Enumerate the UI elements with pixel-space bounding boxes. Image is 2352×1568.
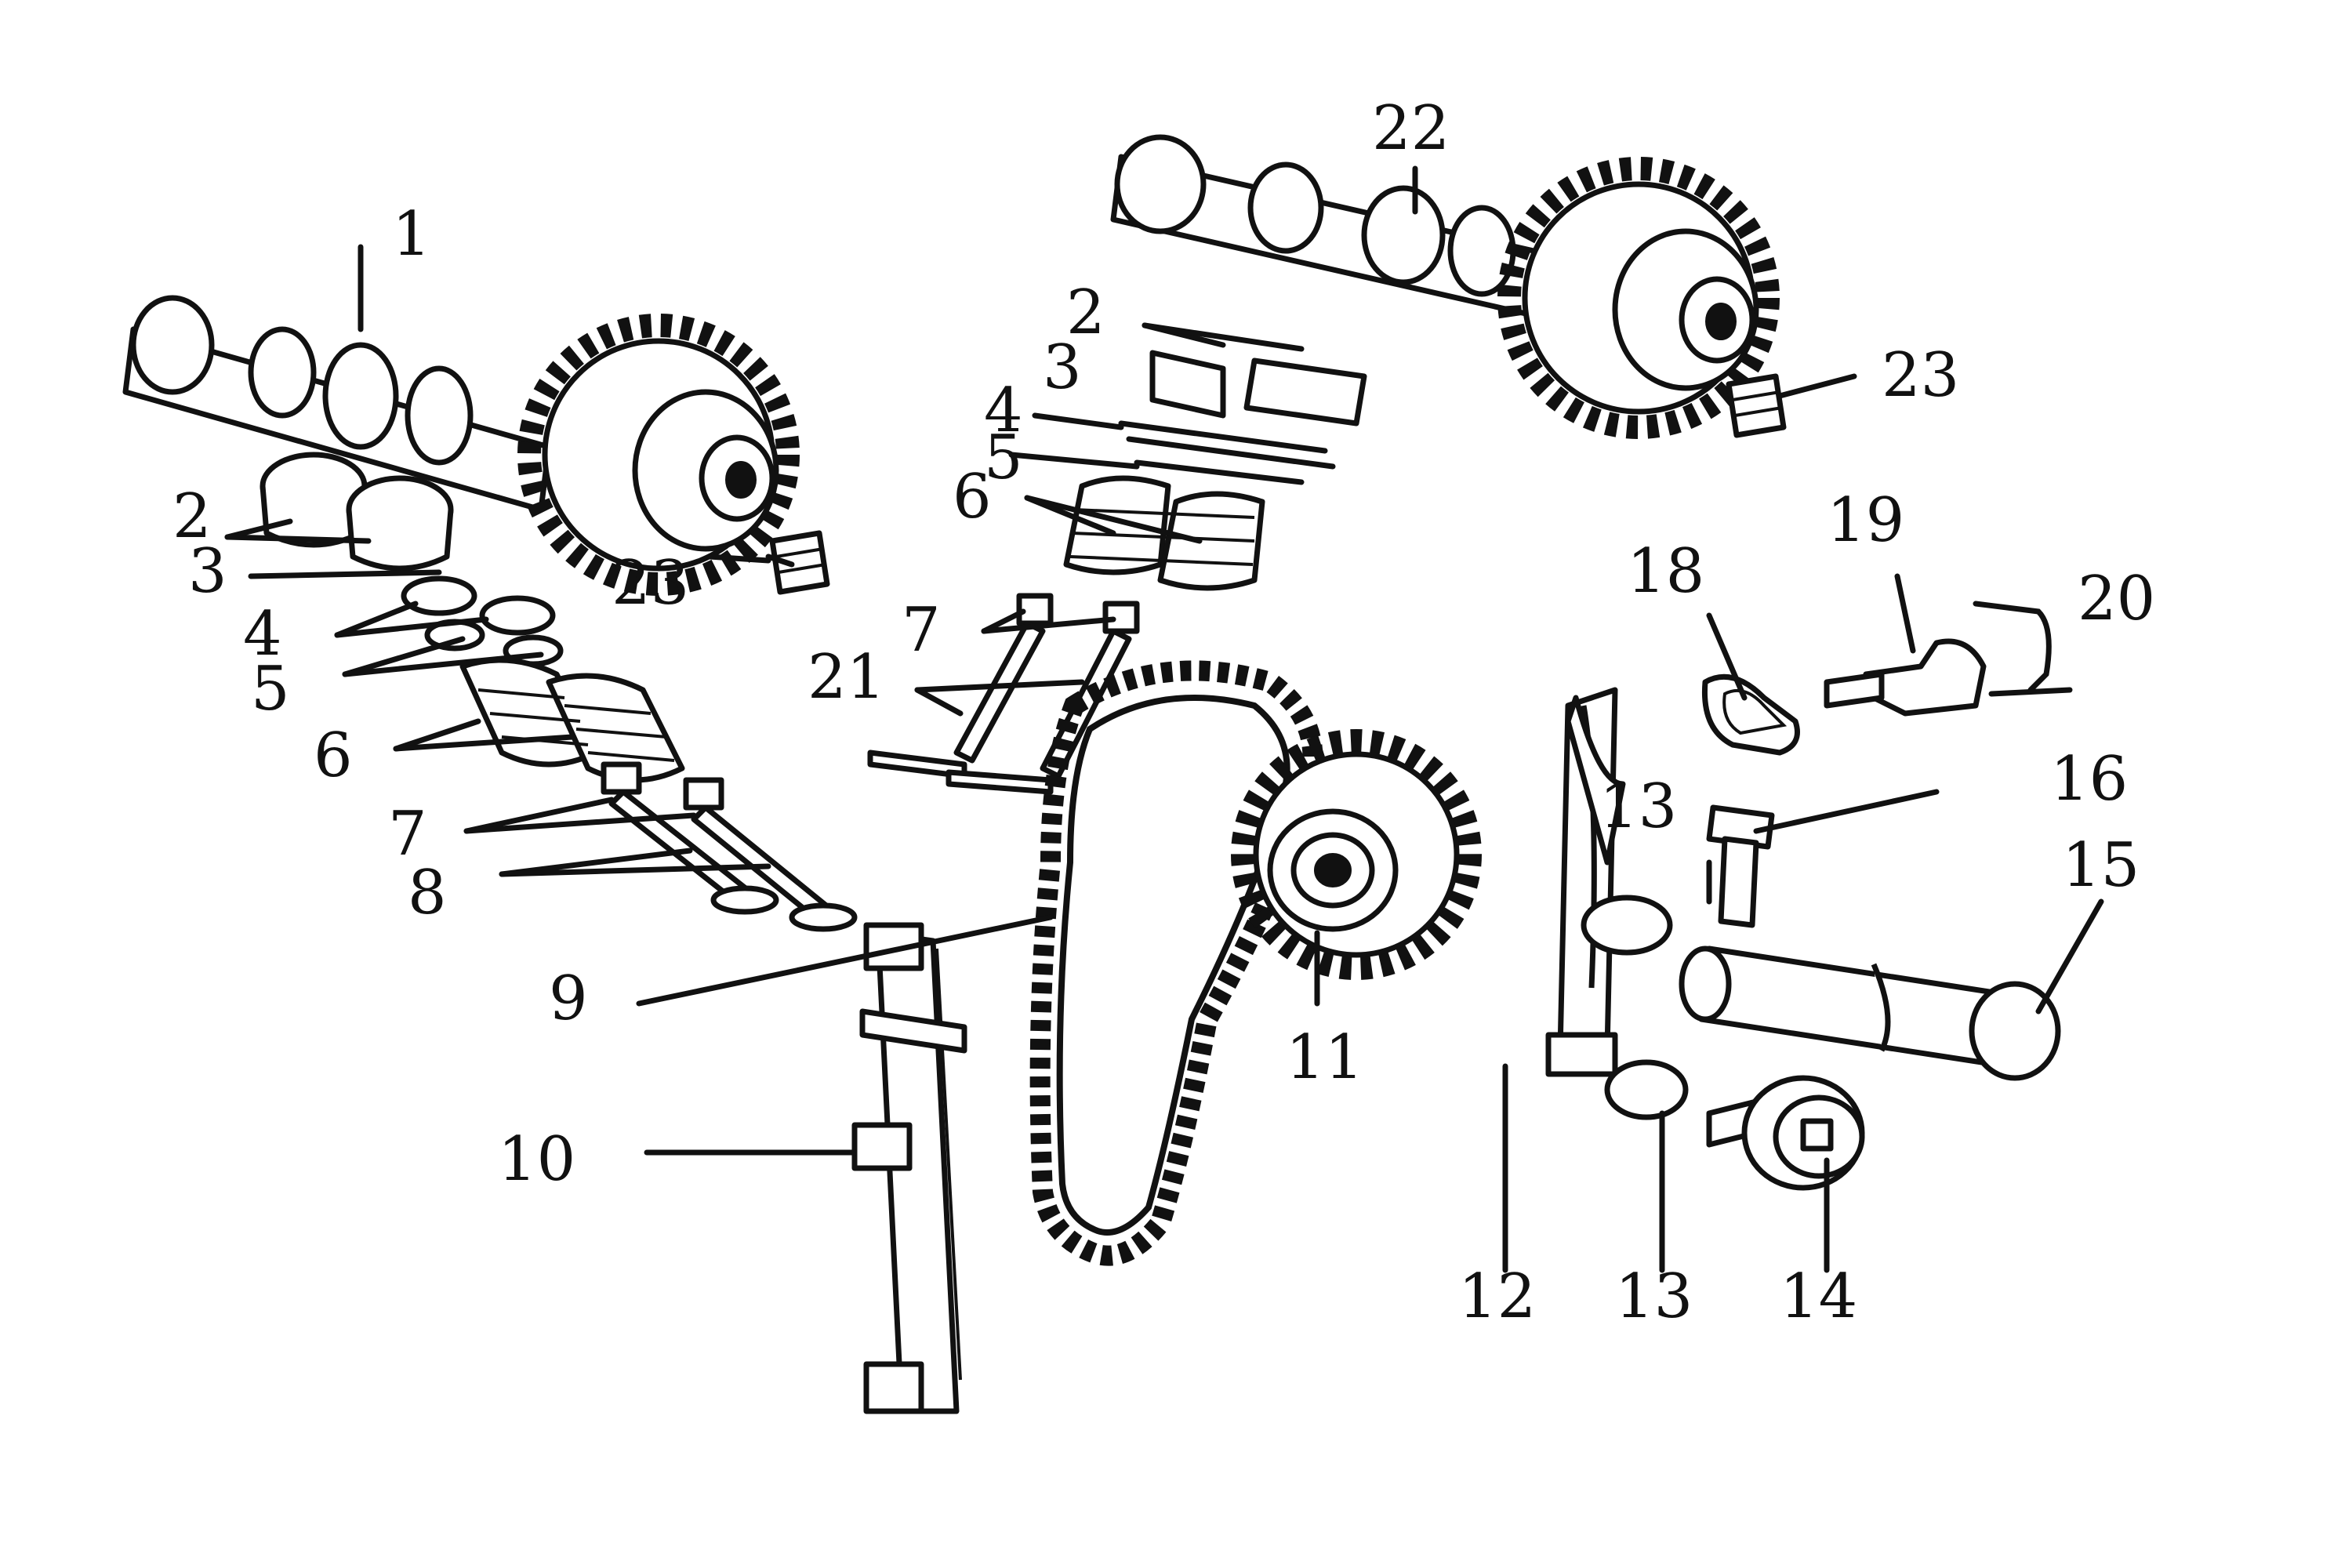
tensioner-cap bbox=[1706, 1075, 1865, 1191]
dowel-pin-right bbox=[1726, 373, 1787, 438]
bolt bbox=[1706, 804, 1775, 928]
label-20: 20 bbox=[2078, 564, 2155, 634]
tensioner-body bbox=[1824, 638, 1987, 717]
washer-upper bbox=[1581, 895, 1673, 956]
label-23-right: 23 bbox=[1882, 340, 1959, 411]
label-11: 11 bbox=[1286, 1022, 1363, 1093]
label-23-left: 23 bbox=[612, 548, 689, 619]
label-13-lower: 13 bbox=[1615, 1261, 1693, 1332]
timing-chain bbox=[1029, 660, 1323, 1266]
chain-guide-left bbox=[851, 922, 967, 1414]
crank-sprocket bbox=[1231, 729, 1482, 980]
spring-clip bbox=[1973, 601, 2073, 697]
label-4-right: 4 bbox=[984, 376, 1023, 446]
label-16: 16 bbox=[2050, 744, 2128, 815]
valve-train-right bbox=[867, 350, 1367, 795]
label-3-right: 3 bbox=[1043, 332, 1082, 403]
label-2-left: 2 bbox=[172, 481, 212, 552]
label-9: 9 bbox=[549, 964, 588, 1034]
label-13-upper: 13 bbox=[1599, 771, 1677, 842]
label-5-left: 5 bbox=[251, 654, 290, 724]
label-12: 12 bbox=[1458, 1261, 1536, 1332]
dowel-pin-left bbox=[769, 530, 830, 595]
washer-lower bbox=[1604, 1059, 1689, 1120]
label-5-right: 5 bbox=[984, 423, 1023, 493]
label-7-right: 7 bbox=[902, 595, 941, 666]
label-8: 8 bbox=[408, 858, 447, 928]
leader-lines bbox=[224, 165, 2104, 1273]
label-7-left: 7 bbox=[388, 799, 427, 869]
gasket bbox=[1701, 673, 1800, 756]
label-3-left: 3 bbox=[188, 536, 227, 607]
label-6-right: 6 bbox=[953, 462, 992, 532]
camshaft-left bbox=[122, 295, 800, 596]
label-1: 1 bbox=[392, 199, 431, 270]
label-4-left: 4 bbox=[243, 599, 282, 670]
chain-guide-right bbox=[1545, 687, 1626, 1077]
camshaft-right bbox=[1110, 134, 1780, 439]
part-labels: 1 2 3 4 5 6 7 8 9 10 11 12 13 13 14 15 1… bbox=[172, 93, 2155, 1332]
label-6-left: 6 bbox=[314, 720, 353, 791]
label-2-right: 2 bbox=[1066, 278, 1105, 348]
label-19: 19 bbox=[1827, 485, 1904, 556]
label-21: 21 bbox=[808, 642, 885, 713]
label-10: 10 bbox=[498, 1124, 575, 1195]
label-14: 14 bbox=[1780, 1261, 1857, 1332]
tensioner-shaft bbox=[1679, 946, 2061, 1081]
label-18: 18 bbox=[1627, 536, 1704, 607]
label-15: 15 bbox=[2062, 830, 2140, 901]
label-22: 22 bbox=[1372, 93, 1450, 164]
